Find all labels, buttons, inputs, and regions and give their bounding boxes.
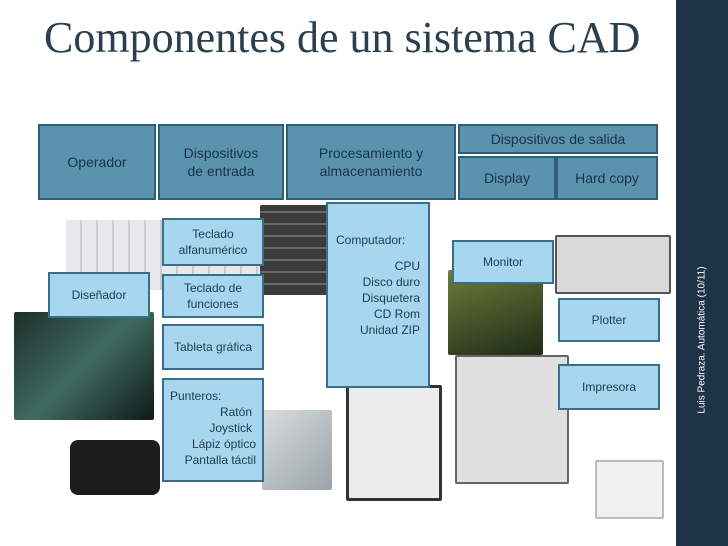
- disenador-label: Diseñador: [48, 272, 150, 318]
- operador-header: Operador: [38, 124, 156, 200]
- plotter-label: Plotter: [558, 298, 660, 342]
- drafting-plotter-image: [455, 355, 569, 484]
- hardcopy-header: Hard copy: [556, 156, 658, 200]
- page-title: Componentes de un sistema CAD: [44, 14, 644, 62]
- monitor-label: Monitor: [452, 240, 554, 284]
- impresora-label: Impresora: [558, 364, 660, 410]
- punteros-label: Punteros: Ratón Joystick Lápiz óptico Pa…: [162, 378, 264, 482]
- plotter-image: [555, 235, 671, 294]
- laser-printer-image: [595, 460, 664, 519]
- server-drives-image: [260, 205, 330, 295]
- author-note: Luis Pedraza. Automática (10/11): [697, 266, 708, 413]
- tablet-pen-image: [70, 440, 160, 495]
- computador-label: Computador: CPU Disco duro Disquetera CD…: [326, 202, 430, 388]
- cad-monitor-image: [346, 385, 442, 501]
- operator-photo: [14, 312, 154, 420]
- cpu-chip-image: [262, 410, 332, 490]
- tableta-label: Tableta gráfica: [162, 324, 264, 370]
- display-header: Display: [458, 156, 556, 200]
- salida-header: Dispositivos de salida: [458, 124, 658, 154]
